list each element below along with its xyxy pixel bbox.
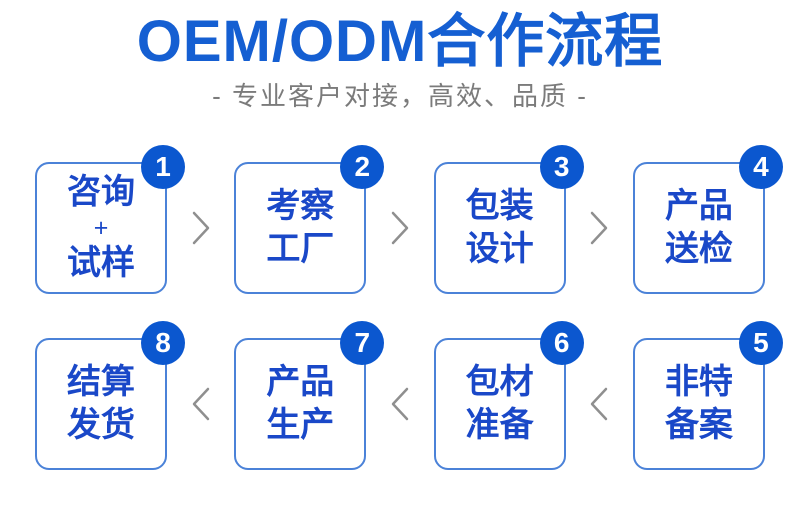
step-box-7: 7 产品 生产 xyxy=(234,321,385,470)
flow-row-bottom: 8 结算 发货 7 产品 生产 6 包材 准备 5 非特 备案 xyxy=(35,321,783,470)
step-label-line: 包装 xyxy=(465,187,534,225)
step-box-1: 1 咨询 + 试样 xyxy=(35,145,185,294)
step-label-line: 结算 xyxy=(67,363,135,401)
step-box-4: 4 产品 送检 xyxy=(632,145,783,294)
step-number-badge: 1 xyxy=(141,145,185,189)
step-label-line: + xyxy=(93,214,109,242)
step-box-5: 5 非特 备案 xyxy=(632,321,783,470)
step-box-2: 2 考察 工厂 xyxy=(234,145,385,294)
chevron-left-icon xyxy=(569,385,629,423)
step-label-line: 产品 xyxy=(664,187,733,225)
step-label-line: 产品 xyxy=(266,363,335,401)
step-number-badge: 7 xyxy=(340,321,385,365)
step-label-line: 包材 xyxy=(465,363,534,401)
step-box-6: 6 包材 准备 xyxy=(433,321,584,470)
step-number-badge: 4 xyxy=(738,145,783,189)
step-number-badge: 5 xyxy=(738,321,783,365)
step-label-line: 发货 xyxy=(67,406,135,444)
step-label-line: 工厂 xyxy=(266,230,335,268)
step-label-line: 设计 xyxy=(465,230,534,268)
chevron-right-icon xyxy=(370,209,430,247)
step-number-badge: 2 xyxy=(340,145,385,189)
chevron-right-icon xyxy=(569,209,629,247)
flow-row-top: 1 咨询 + 试样 2 考察 工厂 3 包装 设计 4 产品 送检 xyxy=(35,145,783,294)
step-box-3: 3 包装 设计 xyxy=(433,145,584,294)
chevron-right-icon xyxy=(171,209,231,247)
step-label-line: 准备 xyxy=(465,406,534,444)
chevron-left-icon xyxy=(171,385,231,423)
step-label-line: 非特 xyxy=(664,363,733,401)
step-label-line: 生产 xyxy=(266,406,335,444)
step-label-line: 试样 xyxy=(67,244,135,282)
step-box-8: 8 结算 发货 xyxy=(35,321,185,470)
step-number-badge: 3 xyxy=(539,145,584,189)
page-subtitle: - 专业客户对接，高效、品质 - xyxy=(212,81,588,111)
step-label-line: 考察 xyxy=(266,187,335,225)
step-number-badge: 6 xyxy=(539,321,584,365)
step-label-line: 送检 xyxy=(664,230,733,268)
step-label-line: 咨询 xyxy=(67,173,135,211)
step-number-badge: 8 xyxy=(141,321,185,365)
step-label-line: 备案 xyxy=(664,406,733,444)
page-title: OEM/ODM合作流程 xyxy=(136,9,664,74)
chevron-left-icon xyxy=(370,385,430,423)
